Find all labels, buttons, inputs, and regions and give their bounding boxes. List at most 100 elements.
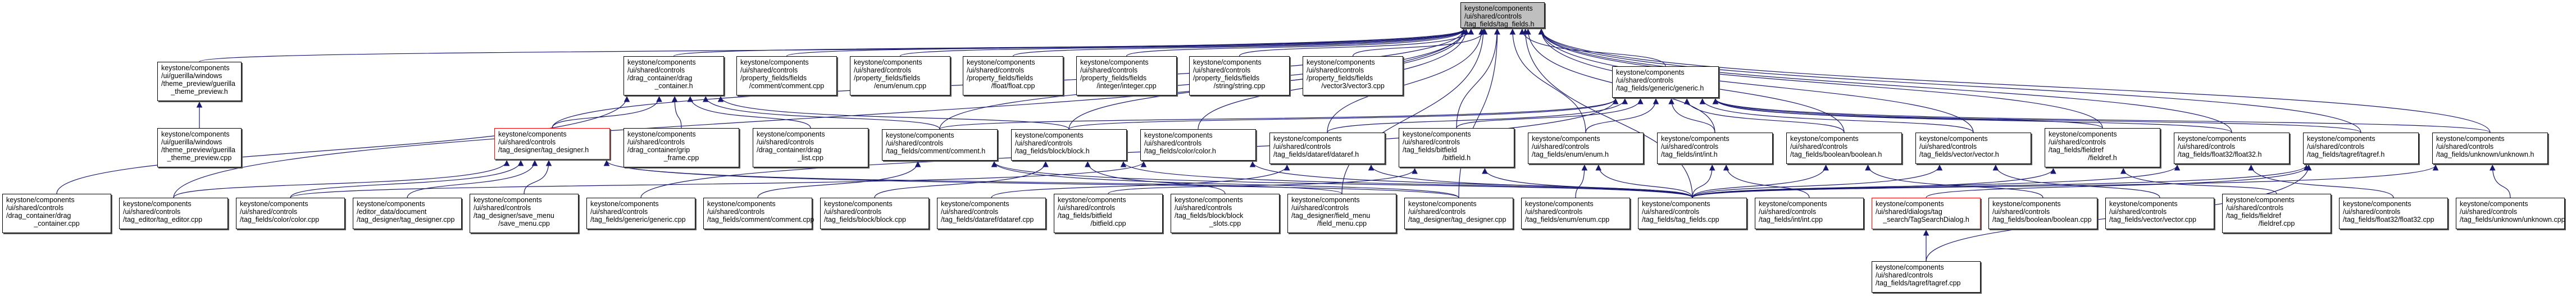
graph-node-tag-fields-cpp[interactable]: keystone/components/ui/shared/controls/t… [1638,198,1747,229]
graph-node-block-cpp[interactable]: keystone/components/ui/shared/controls/t… [820,198,929,229]
graph-node-gtp-cpp[interactable]: keystone/components/ui/guerilla/windows/… [157,128,242,167]
graph-node-int-cpp[interactable]: keystone/components/ui/shared/controls/t… [1755,198,1864,229]
node-label-line: keystone/components [2436,135,2505,143]
graph-node-integer-pf-cpp[interactable]: keystone/components/ui/shared/controls/p… [1076,56,1177,95]
graph-node-comment-pf-cpp[interactable]: keystone/components/ui/shared/controls/p… [736,56,837,95]
graph-node-fieldref-cpp[interactable]: keystone/components/ui/shared/controls/t… [2222,194,2331,233]
include-edge-fieldref-cpp-to-fieldref-h [2120,167,2277,194]
graph-node-enum-pf-cpp[interactable]: keystone/components/ui/shared/controls/p… [850,56,950,95]
graph-node-fieldref-h[interactable]: keystone/components/ui/shared/controls/t… [2045,128,2160,167]
graph-node-gtp-h[interactable]: keystone/components/ui/guerilla/windows/… [157,62,242,101]
graph-node-drag-list-cpp[interactable]: keystone/components/ui/shared/controls/d… [753,128,868,167]
node-label-line: /ui/shared/controls [1193,66,1251,74]
include-edge-grip-frame-cpp-to-drag-container-h [671,95,682,129]
graph-node-drag-container-cpp[interactable]: keystone/components/ui/shared/controls/d… [2,194,111,233]
graph-node-int-h[interactable]: keystone/components/ui/shared/controls/t… [1657,133,1773,164]
node-label-line: /tag_fields/comment/comment.h [886,147,986,155]
include-edge-int-h-to-generic-h [1668,98,1715,133]
include-edge-int-cpp-to-int-h [1723,164,1810,198]
graph-node-bitfield-cpp[interactable]: keystone/components/ui/shared/controls/t… [1054,194,1163,233]
node-label-line: /theme_preview/guerilla [161,80,236,88]
graph-node-comment-h[interactable]: keystone/components/ui/shared/controls/t… [882,129,998,161]
graph-node-enum-cpp[interactable]: keystone/components/ui/shared/controls/t… [1521,198,1630,229]
graph-node-dataref-cpp[interactable]: keystone/components/ui/shared/controls/t… [937,198,1046,229]
graph-node-tag-editor-cpp[interactable]: keystone/components/ui/shared/controls/t… [119,198,228,229]
graph-node-float32-h[interactable]: keystone/components/ui/shared/controls/t… [2174,133,2290,164]
node-label-line: _container.cpp [34,220,80,227]
graph-node-dataref-h[interactable]: keystone/components/ui/shared/controls/t… [1269,133,1385,164]
node-label-line: /tag_fields/boolean/boolean.cpp [1992,216,2092,224]
node-label-line: /tag_fields/block/block.cpp [824,216,906,224]
node-label-line: /tag_fields/bitfield [1058,212,1112,220]
include-edge-tag-designer-h-to-drag-container-h [552,95,662,129]
graph-node-unknown-cpp[interactable]: keystone/components/ui/shared/controls/t… [2456,198,2565,229]
graph-node-float32-cpp[interactable]: keystone/components/ui/shared/controls/t… [2339,198,2448,229]
node-label-line: keystone/components [1790,135,1859,143]
node-label-line: keystone/components [1876,263,1944,271]
node-label-line: keystone/components [498,130,567,138]
graph-node-vector3-pf-cpp[interactable]: keystone/components/ui/shared/controls/p… [1303,56,1403,95]
node-label-line: /ui/shared/controls [498,138,556,146]
node-label-line: keystone/components [1307,58,1375,66]
graph-node-block-h[interactable]: keystone/components/ui/shared/controls/t… [1011,129,1127,161]
include-edge-fieldref-h-to-root [1538,28,2103,129]
node-label-line: /bitfield.cpp [1090,220,1126,227]
node-label-line: keystone/components [707,200,776,208]
graph-node-doc-tag-designer-cpp[interactable]: keystone/components/editor_data/document… [353,198,462,229]
include-edge-vector-cpp-to-vector-h [1992,164,2160,198]
node-label-line: /property_fields/fields [1193,74,1260,82]
node-label-line: /tag_fields/tagref/tagref.cpp [1876,279,1961,287]
graph-node-color-cpp[interactable]: keystone/components/ui/shared/controls/t… [236,198,345,229]
node-label-line: /ui/guerilla/windows [161,138,222,146]
graph-node-tag-designer-h[interactable]: keystone/components/ui/shared/controls/t… [494,128,610,160]
graph-node-grip-frame-cpp[interactable]: keystone/components/ui/shared/controls/d… [623,128,739,167]
include-edge-tag-editor-cpp-to-tag-designer-h [173,160,510,198]
graph-node-unknown-h[interactable]: keystone/components/ui/shared/controls/t… [2432,133,2548,164]
graph-node-boolean-h[interactable]: keystone/components/ui/shared/controls/t… [1786,133,1902,164]
node-label-line: keystone/components [757,130,825,138]
graph-node-color-h[interactable]: keystone/components/ui/shared/controls/t… [1140,129,1256,161]
graph-node-tagref-h[interactable]: keystone/components/ui/shared/controls/t… [2303,133,2419,164]
graph-node-vector-h[interactable]: keystone/components/ui/shared/controls/t… [1915,133,2031,164]
graph-node-generic-h[interactable]: keystone/components/ui/shared/controls/t… [1612,66,1719,98]
node-label-line: keystone/components [1661,135,1730,143]
node-label-line: /float/float.cpp [991,82,1035,90]
graph-node-bitfield-h[interactable]: keystone/components/ui/shared/controls/t… [1399,128,1514,167]
node-label-line: keystone/components [886,131,954,139]
graph-node-string-pf-cpp[interactable]: keystone/components/ui/shared/controls/p… [1189,56,1290,95]
include-edge-tagref-h-to-generic-h [1712,98,2361,133]
graph-node-save-menu-cpp[interactable]: keystone/components/ui/shared/controls/t… [470,194,579,233]
node-label-line: keystone/components [2178,135,2246,143]
node-label-line: /ui/shared/controls [1992,208,2050,216]
graph-node-enum-h[interactable]: keystone/components/ui/shared/controls/t… [1528,133,1644,164]
graph-node-generic-cpp[interactable]: keystone/components/ui/shared/controls/t… [586,198,695,229]
node-label-line: keystone/components [1058,196,1126,204]
node-label-line: keystone/components [474,196,542,204]
node-label-line: keystone/components [240,200,308,208]
node-label-line: keystone/components [1408,200,1477,208]
include-edge-tag-fields-cpp-to-enum-h [1595,164,1693,198]
node-label-line: keystone/components [161,130,230,138]
graph-node-comment-cpp[interactable]: keystone/components/ui/shared/controls/t… [703,198,814,229]
node-label-line: /tag_fields/enum/enum.h [1532,151,1609,158]
graph-node-tag-designer-cpp[interactable]: keystone/components/ui/shared/controls/t… [1404,198,1513,229]
node-label-line: /tag_fields/enum/enum.cpp [1525,216,1610,224]
graph-node-vector-cpp[interactable]: keystone/components/ui/shared/controls/t… [2105,198,2214,229]
include-edge-tag-fields-cpp-to-fieldref-h [1692,167,2056,198]
node-label-line: keystone/components [123,200,192,208]
node-label-line: /tag_fields/tagref/tagref.h [2307,151,2385,158]
node-label-line: /ui/shared/controls [2460,208,2518,216]
graph-node-block-slots-cpp[interactable]: keystone/components/ui/shared/controls/t… [1171,194,1280,233]
graph-node-float-pf-cpp[interactable]: keystone/components/ui/shared/controls/p… [963,56,1063,95]
node-label-line: keystone/components [1193,58,1262,66]
graph-node-tag-search-dialog-h[interactable]: keystone/components/ui/shared/dialogs/ta… [1872,198,1981,229]
node-label-line: /ui/shared/controls [1642,208,1700,216]
node-label-line: /ui/shared/controls [1403,138,1460,146]
graph-node-boolean-cpp[interactable]: keystone/components/ui/shared/controls/t… [1988,198,2097,229]
include-edge-tag-designer-cpp-to-root [1458,28,1501,198]
node-label-line: /tag_designer/tag_designer.cpp [357,216,455,224]
graph-node-tagref-cpp[interactable]: keystone/components/ui/shared/controls/t… [1872,261,1981,293]
node-label-line: /ui/shared/controls [240,208,298,216]
graph-node-drag-container-h[interactable]: keystone/components/ui/shared/controls/d… [623,56,724,95]
graph-node-field-menu-cpp[interactable]: keystone/components/ui/shared/controls/t… [1287,194,1396,233]
